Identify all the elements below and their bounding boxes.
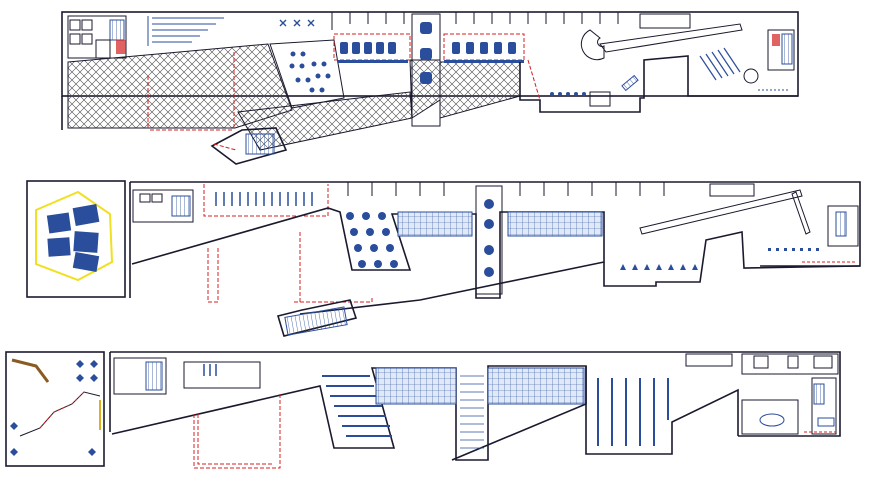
plan-lower xyxy=(5,351,841,469)
plan-middle xyxy=(26,180,861,337)
upper-service-core xyxy=(67,15,127,59)
lower-left-room xyxy=(5,351,105,467)
middle-auditorium xyxy=(26,180,126,298)
lower-outer-wall xyxy=(109,351,841,437)
plan-upper xyxy=(61,11,799,165)
upper-seating-block xyxy=(269,39,345,109)
middle-outer-wall xyxy=(129,181,861,298)
